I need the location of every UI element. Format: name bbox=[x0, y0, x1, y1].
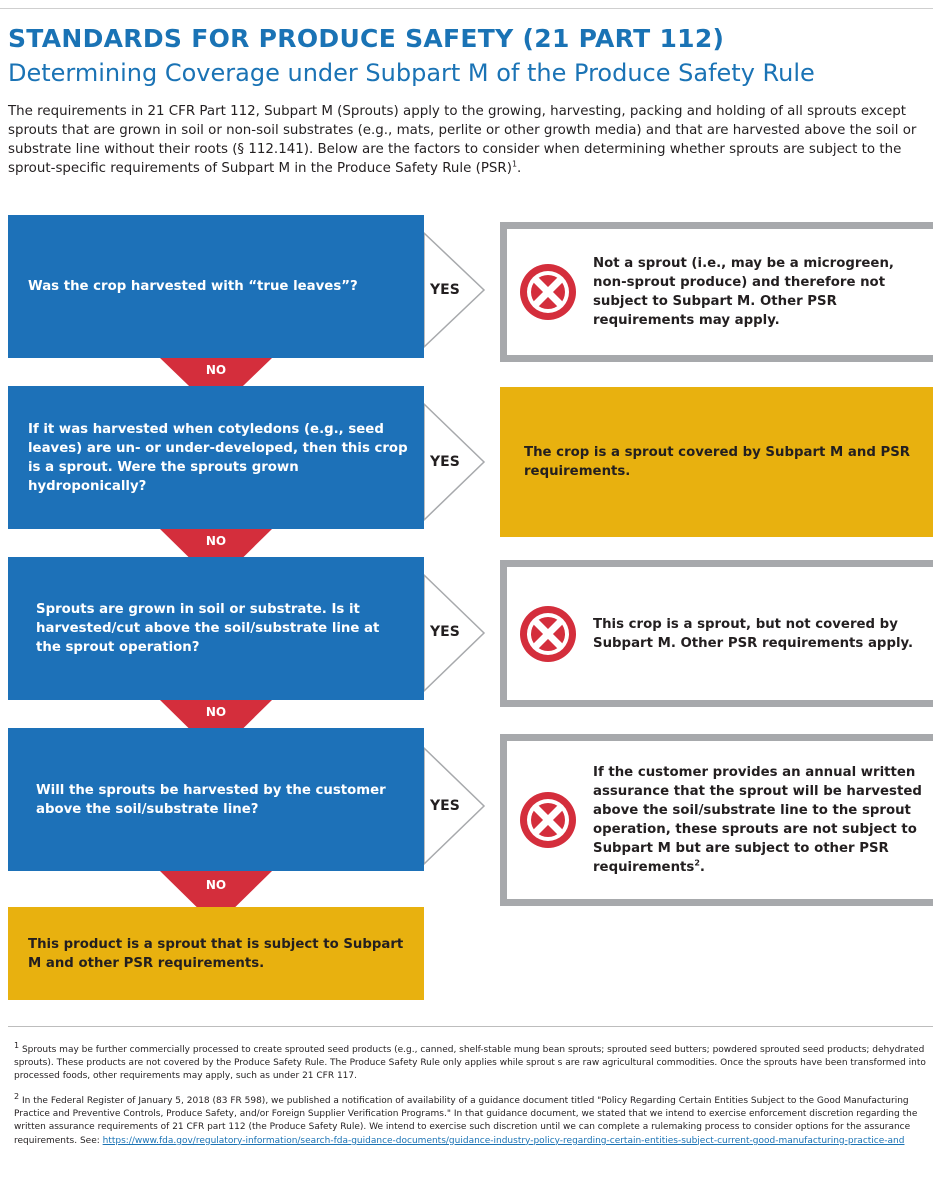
outcome-text: Not a sprout (i.e., may be a microgreen,… bbox=[593, 256, 894, 328]
final-outcome-box: This product is a sprout that is subject… bbox=[8, 907, 424, 1000]
question-text: If it was harvested when cotyledons (e.g… bbox=[28, 421, 408, 494]
question-text: Sprouts are grown in soil or substrate. … bbox=[36, 602, 380, 655]
outcome-text-main: If the customer provides an annual writt… bbox=[593, 765, 922, 875]
yes-label-4: YES bbox=[430, 798, 460, 814]
x-circle-icon bbox=[517, 263, 579, 321]
footnote-1-mark: 1 bbox=[14, 1041, 20, 1050]
yes-label-2: YES bbox=[430, 454, 460, 470]
question-text: Will the sprouts be harvested by the cus… bbox=[36, 782, 386, 817]
outcome-text-end: . bbox=[699, 860, 705, 875]
yes-arrow-4 bbox=[423, 746, 486, 866]
x-circle-icon bbox=[517, 605, 579, 663]
footnote-1: 1 Sprouts may be further commercially pr… bbox=[14, 1041, 929, 1084]
outcome-box-3: This crop is a sprout, but not covered b… bbox=[500, 560, 933, 707]
final-outcome-text: This product is a sprout that is subject… bbox=[28, 936, 404, 971]
footnote-2-text: In the Federal Register of January 5, 20… bbox=[14, 1096, 918, 1146]
outcome-box-2: The crop is a sprout covered by Subpart … bbox=[500, 387, 933, 537]
footnote-2: 2 In the Federal Register of January 5, … bbox=[14, 1092, 929, 1148]
page-subtitle: Determining Coverage under Subpart M of … bbox=[8, 59, 815, 87]
intro-footnote-ref: 1 bbox=[511, 159, 518, 169]
no-arrow-3 bbox=[160, 700, 272, 755]
intro-text: The requirements in 21 CFR Part 112, Sub… bbox=[8, 104, 917, 176]
no-arrow-4 bbox=[160, 871, 272, 926]
outcome-text: This crop is a sprout, but not covered b… bbox=[593, 616, 914, 651]
outcome-text: If the customer provides an annual writt… bbox=[593, 763, 933, 877]
yes-arrow-3 bbox=[423, 573, 486, 693]
x-circle-icon bbox=[517, 791, 579, 849]
question-box-3: Sprouts are grown in soil or substrate. … bbox=[8, 557, 424, 700]
yes-arrow-2 bbox=[423, 402, 486, 522]
no-label-3: NO bbox=[205, 705, 227, 719]
yes-label-3: YES bbox=[430, 624, 460, 640]
question-box-2: If it was harvested when cotyledons (e.g… bbox=[8, 386, 424, 529]
question-box-1: Was the crop harvested with “true leaves… bbox=[8, 215, 424, 358]
footnote-divider bbox=[8, 1026, 933, 1027]
no-arrow-2 bbox=[160, 529, 272, 584]
no-label-1: NO bbox=[205, 363, 227, 377]
no-label-4: NO bbox=[205, 878, 227, 892]
footnote-2-mark: 2 bbox=[14, 1092, 20, 1101]
question-text: Was the crop harvested with “true leaves… bbox=[28, 279, 358, 294]
outcome-box-1: Not a sprout (i.e., may be a microgreen,… bbox=[500, 222, 933, 362]
yes-arrow-1 bbox=[423, 231, 486, 349]
page-title: STANDARDS FOR PRODUCE SAFETY (21 PART 11… bbox=[8, 24, 725, 53]
intro-paragraph: The requirements in 21 CFR Part 112, Sub… bbox=[8, 102, 926, 178]
question-box-4: Will the sprouts be harvested by the cus… bbox=[8, 728, 424, 871]
yes-label-1: YES bbox=[430, 282, 460, 298]
no-label-2: NO bbox=[205, 534, 227, 548]
footnote-1-text: Sprouts may be further commercially proc… bbox=[14, 1045, 926, 1082]
outcome-footnote-ref: 2 bbox=[694, 858, 700, 868]
top-rule bbox=[0, 8, 933, 9]
outcome-box-4: If the customer provides an annual writt… bbox=[500, 734, 933, 906]
outcome-text: The crop is a sprout covered by Subpart … bbox=[524, 445, 911, 479]
intro-end: . bbox=[517, 161, 522, 176]
no-arrow-1 bbox=[160, 358, 272, 412]
footnote-2-link[interactable]: https://www.fda.gov/regulatory-informati… bbox=[102, 1135, 905, 1146]
